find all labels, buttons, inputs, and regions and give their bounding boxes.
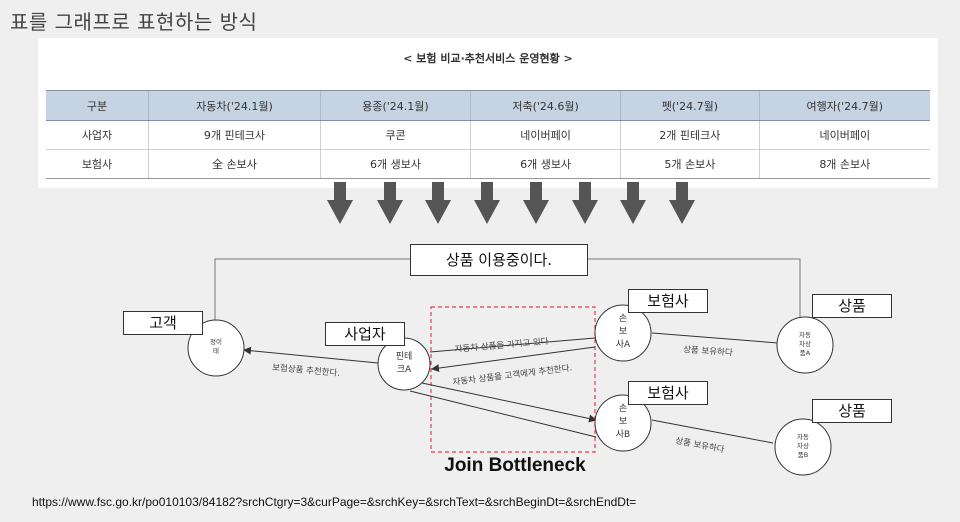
header-auto: 자동차('24.1월) xyxy=(148,90,321,121)
down-arrow-icon xyxy=(474,182,500,224)
down-arrow-icon xyxy=(425,182,451,224)
table-cell: 네이버페이 xyxy=(758,120,930,150)
table-panel: < 보험 비교·추천서비스 운영현황 > 구분 자동차('24.1월) 용종('… xyxy=(38,38,938,188)
node-fintech-label: 핀테 크A xyxy=(384,351,424,377)
node-text-line: 보 xyxy=(618,327,628,337)
edge-recommend-to-customer xyxy=(431,346,596,373)
node-text-line: 자동 xyxy=(799,331,811,339)
down-arrow-icon xyxy=(572,182,598,224)
node-text-line: 손 xyxy=(618,404,628,414)
table-cell: 6개 생보사 xyxy=(470,149,621,179)
table-cell: 6개 생보사 xyxy=(319,149,471,179)
down-arrow-icon xyxy=(669,182,695,224)
node-text-line: 태 xyxy=(213,347,219,355)
source-url: https://www.fsc.go.kr/po010103/84182?src… xyxy=(32,495,637,509)
edge-recommend xyxy=(243,346,379,364)
node-text-line: 보 xyxy=(618,417,628,427)
node-text-line: 사A xyxy=(615,340,631,350)
node-product-b xyxy=(774,418,832,476)
bottleneck-title: Join Bottleneck xyxy=(444,455,586,476)
table-cell: 全 손보사 xyxy=(148,149,321,179)
label-product-a: 상품 xyxy=(812,294,892,318)
node-product-b-label: 자동 차상 품B xyxy=(783,433,823,460)
header-pet: 펫('24.7월) xyxy=(620,90,760,121)
table-cell: 사업자 xyxy=(46,120,149,150)
node-text-line: 사B xyxy=(615,430,631,440)
node-text-line: 핀테 xyxy=(395,352,413,362)
node-text-line: 정이 xyxy=(210,338,222,346)
edge-fintech-to-insurer-b xyxy=(421,382,597,423)
table-cell: 보험사 xyxy=(46,149,149,179)
down-arrow-icon xyxy=(377,182,403,224)
node-text-line: 자동 xyxy=(797,433,809,441)
node-text-line: 손 xyxy=(618,314,628,324)
label-insurer-b: 보험사 xyxy=(628,381,708,405)
edge-label-holds-b: 상품 보유하다 xyxy=(674,435,725,455)
edge-fintech-to-insurer-b xyxy=(409,390,597,438)
table-cell: 5개 손보사 xyxy=(620,149,760,179)
label-product-b: 상품 xyxy=(812,399,892,423)
status-label-box: 상품 이용중이다. xyxy=(410,244,588,276)
table-caption: < 보험 비교·추천서비스 운영현황 > xyxy=(403,52,573,65)
node-product-a-label: 자동 차상 품A xyxy=(785,331,825,358)
node-customer-label: 정이 태 xyxy=(196,338,236,356)
node-text-line: 품A xyxy=(799,349,811,357)
table-cell: 네이버페이 xyxy=(470,120,621,150)
table-cell: 9개 핀테크사 xyxy=(148,120,321,150)
status-connector-line xyxy=(214,258,410,344)
node-insurer-b xyxy=(594,394,652,452)
node-text-line: 크A xyxy=(396,365,412,375)
table-header-row: 구분 자동차('24.1월) 용종('24.1월) 저축('24.6월) 펫('… xyxy=(46,90,930,121)
table-cell: 8개 손보사 xyxy=(758,149,930,179)
header-travel: 여행자('24.7월) xyxy=(758,90,930,121)
label-business: 사업자 xyxy=(325,322,405,346)
data-table: 구분 자동차('24.1월) 용종('24.1월) 저축('24.6월) 펫('… xyxy=(46,90,930,179)
node-insurer-a xyxy=(594,304,652,362)
header-category: 구분 xyxy=(46,90,149,121)
node-text-line: 품B xyxy=(797,451,809,459)
edge-label-recommend: 보험상품 추천한다. xyxy=(272,362,341,379)
node-text-line: 차상 xyxy=(799,340,811,348)
edge-label-recommend-to-customer: 자동차 상품을 고객에게 추천한다. xyxy=(452,362,573,388)
table-cell: 쿠콘 xyxy=(319,120,471,150)
node-product-a xyxy=(776,316,834,374)
edge-holds-a xyxy=(651,332,779,344)
page-title: 표를 그래프로 표현하는 방식 xyxy=(10,10,258,34)
edge-label-has-product: 자동차 상품을 가지고 있다 xyxy=(454,336,549,355)
header-savings: 저축('24.6월) xyxy=(470,90,621,121)
node-insurer-b-label: 손 보 사B xyxy=(603,403,643,442)
down-arrow-group xyxy=(327,182,695,224)
label-insurer-a: 보험사 xyxy=(628,289,708,313)
table-row: 사업자 9개 핀테크사 쿠콘 네이버페이 2개 핀테크사 네이버페이 xyxy=(46,120,930,150)
edge-has-product xyxy=(429,337,596,353)
table-row: 보험사 全 손보사 6개 생보사 6개 생보사 5개 손보사 8개 손보사 xyxy=(46,149,930,179)
edge-label-holds-a: 상품 보유하다 xyxy=(683,344,733,358)
status-connector-line xyxy=(588,258,801,318)
down-arrow-icon xyxy=(620,182,646,224)
table-cell: 2개 핀테크사 xyxy=(620,120,760,150)
node-insurer-a-label: 손 보 사A xyxy=(603,313,643,352)
down-arrow-icon xyxy=(327,182,353,224)
header-dental: 용종('24.1월) xyxy=(319,90,471,121)
label-customer: 고객 xyxy=(123,311,203,335)
node-text-line: 차상 xyxy=(797,442,809,450)
edge-holds-b xyxy=(651,419,774,444)
down-arrow-icon xyxy=(523,182,549,224)
